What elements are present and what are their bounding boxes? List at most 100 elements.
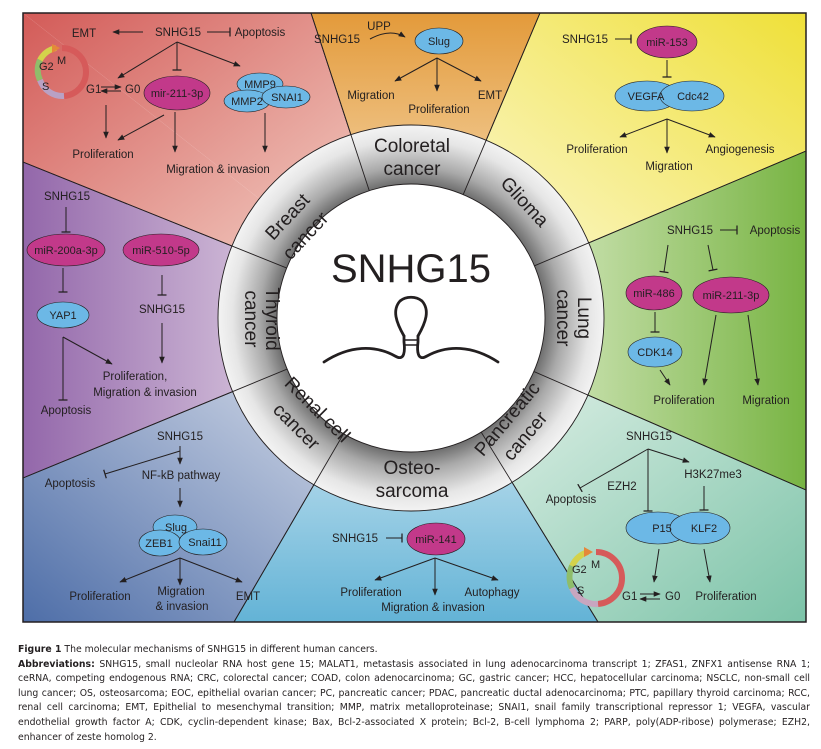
figure-label: Figure 1 (18, 644, 62, 655)
ring-label-thyroid: Thyroid cancer (240, 287, 282, 350)
cdc42-node (659, 80, 725, 112)
svg-text:mir-211-3p: mir-211-3p (151, 88, 203, 100)
panel-glioma: SNHG15 miR-153 VEGFA Cdc42 Proliferation… (562, 25, 775, 173)
cell-cycle-icon: M G2 S (566, 547, 626, 608)
svg-text:G2: G2 (39, 61, 54, 73)
migration-invasion-label: Migration & invasion (381, 602, 485, 614)
mirna-211-node (692, 276, 770, 314)
svg-text:Slug: Slug (428, 36, 450, 48)
apoptosis-label: Apoptosis (235, 27, 286, 39)
apoptosis-label: Apoptosis (546, 494, 597, 506)
svg-text:miR-141: miR-141 (415, 534, 457, 546)
sector-lung-bg (411, 151, 806, 490)
abbreviations-text: SNHG15, small nucleolar RNA host gene 15… (18, 658, 810, 743)
abbreviations-paragraph: Abbreviations: SNHG15, small nucleolar R… (18, 658, 810, 746)
klf2-node (669, 511, 731, 545)
mirna-200a-node (26, 233, 106, 267)
g0-label: G0 (125, 84, 140, 96)
svg-text:cancer: cancer (240, 290, 261, 348)
snhg15-label: SNHG15 (667, 225, 713, 237)
svg-text:Thyroid: Thyroid (261, 287, 282, 350)
apoptosis-label: Apoptosis (41, 405, 92, 417)
h3k27me3-label: H3K27me3 (684, 469, 742, 481)
mmp-complex: MMP9 MMP2 SNAI1 (223, 72, 311, 113)
snhg15-mid-label: SNHG15 (139, 304, 185, 316)
cdk14-node (627, 336, 683, 368)
svg-text:Cdc42: Cdc42 (677, 91, 709, 103)
yap1-node (36, 301, 90, 329)
apoptosis-label: Apoptosis (750, 225, 801, 237)
apoptosis-label: Apoptosis (45, 478, 96, 490)
svg-text:miR-200a-3p: miR-200a-3p (34, 245, 98, 257)
panel-renal: SNHG15 Apoptosis NF-kB pathway Slug ZEB1… (45, 431, 260, 613)
svg-text:M: M (591, 559, 600, 571)
outcome-line1: Proliferation, (103, 371, 168, 383)
outcome-line2: Migration & invasion (93, 387, 197, 399)
migration-label: Migration (645, 161, 692, 173)
proliferation-label: Proliferation (69, 591, 130, 603)
proliferation-label: Proliferation (408, 104, 469, 116)
proliferation-label: Proliferation (566, 144, 627, 156)
migration-line2: & invasion (155, 601, 208, 613)
panel-osteosarcoma: SNHG15 miR-141 Proliferation Migration &… (332, 522, 520, 614)
svg-text:ZEB1: ZEB1 (145, 538, 173, 550)
svg-text:cancer: cancer (552, 289, 573, 347)
figure-caption: Figure 1 The molecular mechanisms of SNH… (18, 643, 810, 745)
svg-text:cancer: cancer (383, 159, 441, 180)
figure-title: The molecular mechanisms of SNHG15 in di… (64, 644, 378, 655)
snhg15-label: SNHG15 (314, 34, 360, 46)
mirna-486-node (625, 275, 683, 311)
panel-lung: SNHG15 Apoptosis miR-486 miR-211-3p CDK1… (625, 225, 801, 407)
snhg15-mechanism-figure: SNHG15 Breast cancer Coloretal cancer Gl… (22, 12, 807, 623)
svg-text:Osteo-: Osteo- (383, 458, 440, 479)
svg-text:MMP9: MMP9 (244, 79, 276, 91)
proliferation-label: Proliferation (72, 149, 133, 161)
snhg15-label: SNHG15 (562, 34, 608, 46)
svg-text:G2: G2 (572, 564, 587, 576)
panel-thyroid: SNHG15 miR-200a-3p miR-510-5p YAP1 SNHG1… (26, 191, 200, 417)
migration-line1: Migration (157, 586, 204, 598)
g1-label: G1 (86, 84, 101, 96)
panel-pancreatic: SNHG15 Apoptosis EZH2 H3K27me3 P15 KLF2 … (546, 431, 757, 608)
mirna-node (143, 75, 211, 111)
emt-label: EMT (72, 28, 96, 40)
g0-label: G0 (665, 591, 680, 603)
panel-breast: SNHG15 EMT Apoptosis M G2 S G1 G0 mir-21… (34, 27, 311, 176)
ezh2-label: EZH2 (607, 481, 636, 493)
mirna-node (636, 25, 698, 59)
migration-label: Migration (742, 395, 789, 407)
svg-text:sarcoma: sarcoma (376, 481, 449, 502)
abbreviations-label: Abbreviations: (18, 658, 95, 670)
cell-cycle-icon: M G2 S (34, 44, 90, 100)
nfkb-pathway-label: NF-kB pathway (142, 470, 221, 482)
svg-text:Lung: Lung (573, 297, 594, 339)
center-disc (276, 183, 546, 453)
autophagy-label: Autophagy (465, 587, 520, 599)
ring-label-osteosarcoma: Osteo- sarcoma (376, 458, 449, 502)
svg-text:M: M (57, 55, 66, 67)
svg-text:miR-211-3p: miR-211-3p (703, 290, 760, 302)
snhg15-label: SNHG15 (626, 431, 672, 443)
emt-label: EMT (236, 591, 260, 603)
svg-text:miR-486: miR-486 (633, 288, 675, 300)
figure-title-line: Figure 1 The molecular mechanisms of SNH… (18, 643, 810, 658)
angiogenesis-label: Angiogenesis (705, 144, 774, 156)
svg-text:SNAI1: SNAI1 (271, 92, 303, 104)
svg-text:P15: P15 (652, 523, 672, 535)
sector-thyroid-bg (23, 162, 411, 478)
migration-label: Migration (347, 90, 394, 102)
upp-label: UPP (367, 21, 391, 33)
proliferation-label: Proliferation (340, 587, 401, 599)
svg-text:YAP1: YAP1 (49, 310, 76, 322)
figure-frame (22, 12, 807, 623)
center-title: SNHG15 (331, 247, 491, 291)
svg-text:KLF2: KLF2 (691, 523, 717, 535)
mirna-node (406, 522, 466, 556)
svg-text:VEGFA: VEGFA (628, 91, 665, 103)
snhg15-label: SNHG15 (44, 191, 90, 203)
svg-text:S: S (42, 81, 49, 93)
proliferation-label: Proliferation (653, 395, 714, 407)
svg-text:Slug: Slug (165, 522, 187, 534)
svg-text:miR-153: miR-153 (646, 37, 688, 49)
ring-label-lung: Lung cancer (552, 289, 594, 347)
